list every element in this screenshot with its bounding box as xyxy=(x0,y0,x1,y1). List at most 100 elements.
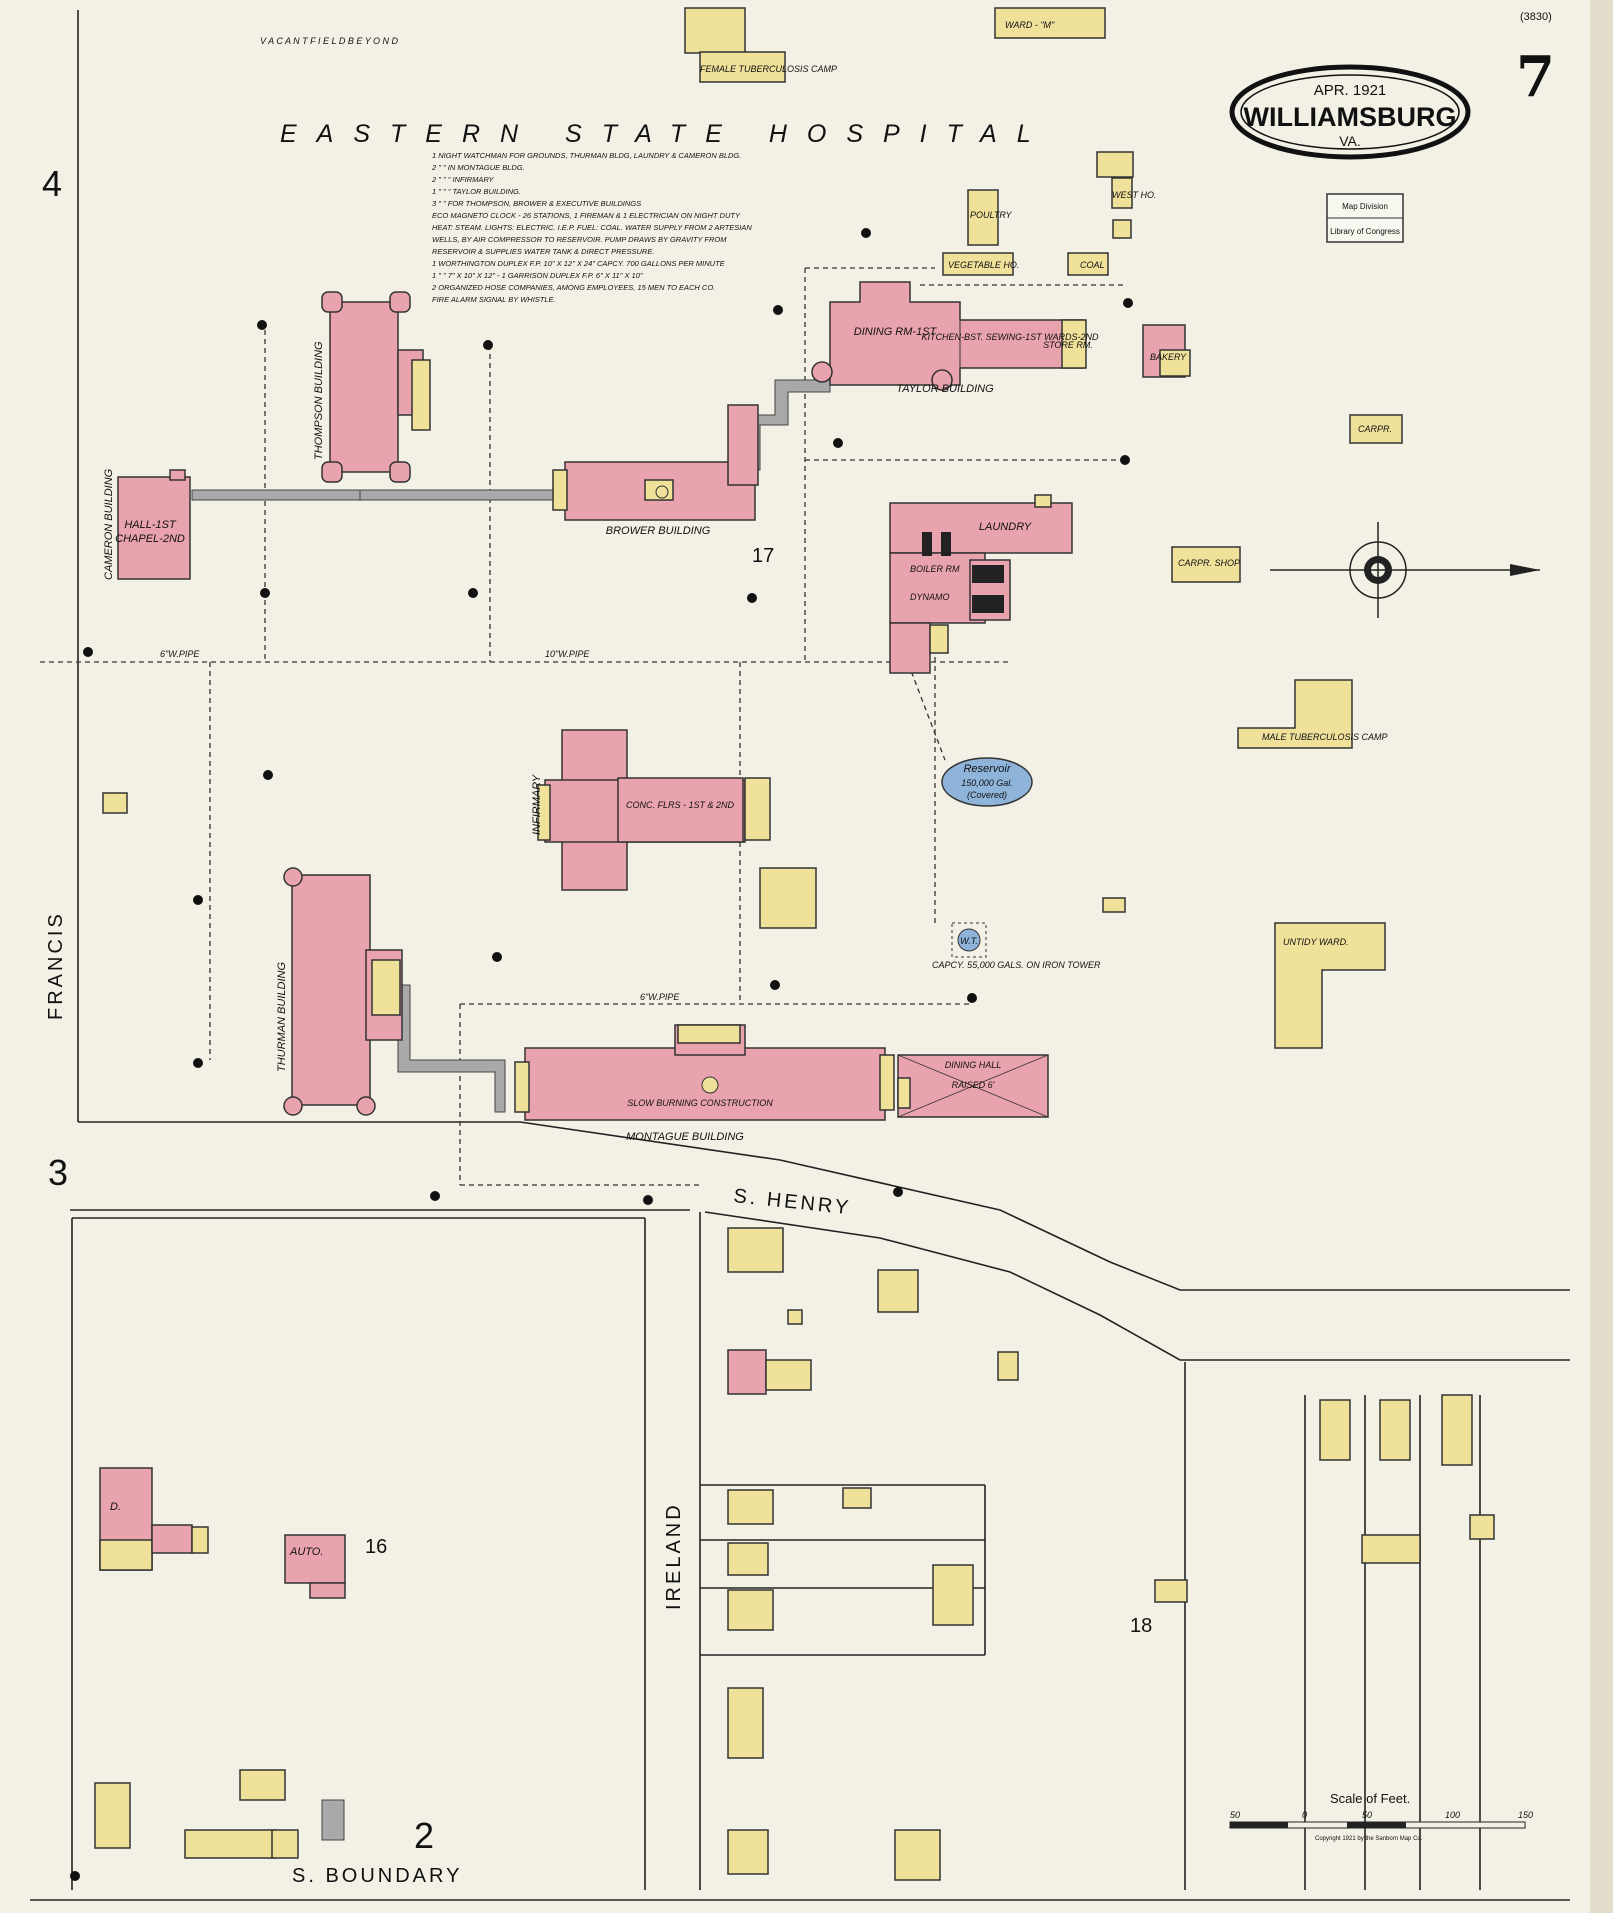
dining-hall: DINING HALL RAISED 6' xyxy=(897,1054,1049,1118)
water-tank: W.T. CAPCY. 55,000 GALS. ON IRON TOWER xyxy=(932,922,1101,970)
seal-date: APR. 1921 xyxy=(1314,82,1387,99)
reservoir-label: Reservoir xyxy=(963,763,1011,775)
boiler-label: BOILER RM xyxy=(910,564,960,574)
untidy-ward-label: UNTIDY WARD. xyxy=(1283,937,1349,947)
slow-burning-label: SLOW BURNING CONSTRUCTION xyxy=(627,1098,773,1108)
block-number: 16 xyxy=(365,1536,387,1558)
institution-title: EASTERN STATE HOSPITAL xyxy=(280,120,1051,148)
auto-garage-label: AUTO. xyxy=(289,1546,323,1558)
reservoir-covered: (Covered) xyxy=(967,790,1007,800)
scale-title: Scale of Feet. xyxy=(1330,1791,1410,1806)
ward-m-label: WARD - "M" xyxy=(1005,20,1055,30)
west-house-label: WEST HO. xyxy=(1112,190,1157,200)
title-seal: APR. 1921 WILLIAMSBURG VA. xyxy=(1229,64,1471,160)
scale-tick: 50 xyxy=(1230,1810,1240,1820)
margin-number: 2 xyxy=(414,1815,434,1856)
dynamo-label: DYNAMO xyxy=(910,592,950,602)
library-stamp: Map Division Library of Congress xyxy=(1326,193,1404,243)
infirmary-note: CONC. FLRS - 1ST & 2ND xyxy=(626,800,735,810)
note-line: 2 " " " INFIRMARY xyxy=(431,175,494,184)
note-line: 1 " " " TAYLOR BUILDING. xyxy=(432,187,521,196)
infirmary-label: INFIRMARY xyxy=(531,774,543,835)
margin-number: 3 xyxy=(48,1152,68,1193)
south-dwellings: D. AUTO. xyxy=(94,1227,1495,1881)
taylor-building: DINING RM-1ST KITCHEN-BST. SEWING-1ST WA… xyxy=(811,281,1099,395)
thurman-building-label: THURMAN BUILDING xyxy=(276,962,288,1072)
pipe-label: 6"W.PIPE xyxy=(160,649,200,659)
vacant-field-label: V A C A N T F I E L D B E Y O N D xyxy=(260,36,399,46)
note-line: 1 NIGHT WATCHMAN FOR GROUNDS, THURMAN BL… xyxy=(432,151,741,160)
campus-outbuildings: FEMALE TUBERCULOSIS CAMP WARD - "M" POUL… xyxy=(102,7,1403,1049)
brower-building-label: BROWER BUILDING xyxy=(606,525,711,537)
hospital-notes: 1 NIGHT WATCHMAN FOR GROUNDS, THURMAN BL… xyxy=(431,151,752,304)
seal-city: WILLIAMSBURG xyxy=(1244,102,1457,132)
cameron-building-label: CAMERON BUILDING xyxy=(103,468,115,580)
block-number: 17 xyxy=(752,545,774,567)
page-edge xyxy=(1590,0,1613,1913)
store-room-label: STORE RM. xyxy=(1043,340,1093,350)
dining-room-label: DINING RM-1ST xyxy=(854,326,938,338)
cameron-chapel-label: CHAPEL-2ND xyxy=(115,533,185,545)
cameron-building: HALL-1ST CHAPEL-2ND CAMERON BUILDING xyxy=(103,468,191,580)
laundry-label: LAUNDRY xyxy=(979,521,1032,533)
thompson-building-label: THOMPSON BUILDING xyxy=(313,341,325,460)
tank-label: W.T. xyxy=(960,936,978,946)
margin-number: 4 xyxy=(42,163,62,204)
male-camp-label: MALE TUBERCULOSIS CAMP xyxy=(1262,732,1388,742)
sheet-ref: (3830) xyxy=(1520,11,1552,23)
note-line: FIRE ALARM SIGNAL BY WHISTLE. xyxy=(432,295,556,304)
note-line: 1 WORTHINGTON DUPLEX F.P. 10" X 12" X 24… xyxy=(432,259,726,268)
hydrants xyxy=(70,228,1133,1881)
bakery-label: BAKERY xyxy=(1150,352,1187,362)
tank-capacity: CAPCY. 55,000 GALS. ON IRON TOWER xyxy=(932,960,1101,970)
pipe-label: 10"W.PIPE xyxy=(545,649,590,659)
note-line: 1 " " 7" X 10" X 12" - 1 GARRISON DUPLEX… xyxy=(432,271,643,280)
carpr-shop-label: CARPR. SHOP xyxy=(1178,558,1240,568)
vegetable-house-label: VEGETABLE HO. xyxy=(948,260,1019,270)
note-line: HEAT: STEAM. LIGHTS: ELECTRIC. I.E.P. FU… xyxy=(432,223,752,232)
brower-building: BROWER BUILDING xyxy=(552,404,759,537)
scale-bar: Scale of Feet. 50 0 50 100 150 Copyright… xyxy=(1229,1791,1533,1842)
carpr-label: CARPR. xyxy=(1358,424,1392,434)
scale-tick: 150 xyxy=(1518,1810,1533,1820)
stamp-line2: Library of Congress xyxy=(1330,227,1400,236)
street-boundary: S. BOUNDARY xyxy=(292,1865,462,1887)
poultry-label: POULTRY xyxy=(970,210,1013,220)
street-lines xyxy=(30,10,1570,1901)
note-line: 3 " " FOR THOMPSON, BROWER & EXECUTIVE B… xyxy=(432,199,641,208)
seal-state: VA. xyxy=(1339,133,1361,149)
corridors xyxy=(191,379,831,1113)
cameron-hall-label: HALL-1ST xyxy=(124,519,177,531)
raised-label: RAISED 6' xyxy=(952,1080,995,1090)
laundry-boiler-group: LAUNDRY BOILER RM DYNAMO xyxy=(889,494,1073,674)
infirmary: CONC. FLRS - 1ST & 2ND INFIRMARY xyxy=(531,729,771,891)
reservoir: Reservoir 150,000 Gal. (Covered) xyxy=(941,757,1033,807)
copyright-note: Copyright 1921 by the Sanborn Map Co. xyxy=(1315,1836,1423,1842)
thurman-building: THURMAN BUILDING xyxy=(276,867,403,1116)
scale-tick: 50 xyxy=(1362,1810,1372,1820)
note-line: 2 " " IN MONTAGUE BLDG. xyxy=(431,163,525,172)
note-line: RESERVOIR & SUPPLIES WATER TANK & DIRECT… xyxy=(432,247,654,256)
note-line: 2 ORGANIZED HOSE COMPANIES, AMONG EMPLOY… xyxy=(431,283,715,292)
dining-hall-label: DINING HALL xyxy=(945,1060,1002,1070)
street-ireland: IRELAND xyxy=(663,1502,685,1610)
note-line: WELLS, BY AIR COMPRESSOR TO RESERVOIR. P… xyxy=(432,235,727,244)
scale-tick: 100 xyxy=(1445,1810,1460,1820)
taylor-building-label: TAYLOR BUILDING xyxy=(896,383,994,395)
reservoir-capacity: 150,000 Gal. xyxy=(961,778,1013,788)
dwelling-label: D. xyxy=(110,1501,121,1513)
kitchen-label: KITCHEN-BST. SEWING-1ST WARDS-2ND xyxy=(921,332,1099,342)
scale-tick: 0 xyxy=(1302,1810,1307,1820)
street-francis: FRANCIS xyxy=(45,911,67,1020)
north-arrow xyxy=(1270,522,1540,618)
pipe-label: 6"W.PIPE xyxy=(640,992,680,1002)
note-line: ECO MAGNETO CLOCK - 26 STATIONS, 1 FIREM… xyxy=(432,211,741,220)
montague-building-label: MONTAGUE BUILDING xyxy=(626,1131,744,1143)
thompson-building: THOMPSON BUILDING xyxy=(313,291,431,483)
female-camp-label: FEMALE TUBERCULOSIS CAMP xyxy=(700,64,837,74)
sheet-number: 7 xyxy=(1516,44,1555,110)
stamp-line1: Map Division xyxy=(1342,202,1388,211)
montague-building: SLOW BURNING CONSTRUCTION MONTAGUE BUILD… xyxy=(514,1024,895,1143)
block-number: 18 xyxy=(1130,1615,1152,1637)
